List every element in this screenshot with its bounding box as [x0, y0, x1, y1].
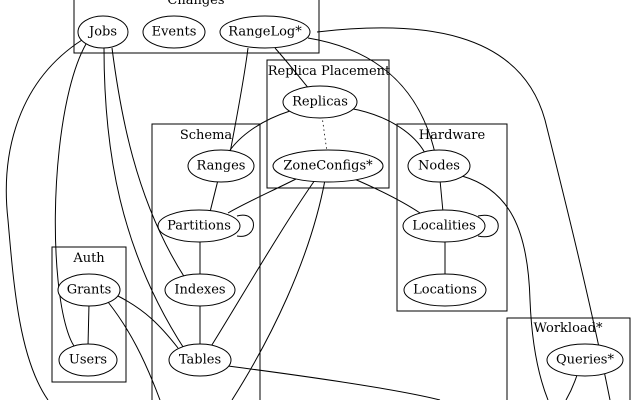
edge-zoneconfigs-down-exit	[231, 179, 326, 400]
node-label-replicas: Replicas	[292, 95, 348, 110]
node-nodes[interactable]: Nodes	[407, 149, 471, 183]
node-indexes[interactable]: Indexes	[164, 273, 236, 307]
cluster-label-schema: Schema	[180, 128, 233, 143]
node-label-jobs: Jobs	[87, 25, 117, 40]
node-queries[interactable]: Queries*	[546, 343, 624, 377]
edge-zoneconfigs-localities	[351, 177, 421, 214]
edge-queries-down	[565, 371, 579, 400]
cluster-hardware: Hardware	[396, 123, 508, 312]
node-zoneconfigs[interactable]: ZoneConfigs*	[272, 149, 384, 183]
node-label-rangelog: RangeLog*	[228, 25, 302, 40]
edge-replicas-nodes	[347, 107, 426, 154]
edge-nodes-queries	[461, 175, 549, 400]
edge-localities-self	[477, 214, 499, 238]
edge-grants-users	[87, 303, 90, 347]
edge-jobs-left-exit	[5, 39, 83, 400]
node-label-locations: Locations	[413, 283, 477, 298]
cluster-changes: Changes	[73, 0, 320, 54]
node-label-partitions: Partitions	[167, 219, 231, 234]
node-localities[interactable]: Localities	[402, 209, 486, 243]
cluster-label-changes: Changes	[167, 0, 224, 8]
cluster-label-hardware: Hardware	[419, 128, 486, 143]
edge-jobs-indexes	[111, 47, 186, 279]
cluster-label-replica-placement: Replica Placement	[268, 64, 391, 79]
node-label-zoneconfigs: ZoneConfigs*	[283, 159, 373, 174]
node-rangelog[interactable]: RangeLog*	[219, 15, 311, 49]
node-label-queries: Queries*	[556, 353, 614, 368]
edge-ranges-partitions	[209, 179, 219, 213]
node-jobs[interactable]: Jobs	[77, 15, 129, 49]
edge-tables-down-right	[227, 365, 441, 400]
node-label-ranges: Ranges	[197, 159, 246, 174]
cluster-label-auth: Auth	[72, 251, 105, 266]
node-label-localities: Localities	[412, 219, 476, 234]
edges	[5, 27, 611, 400]
node-tables[interactable]: Tables	[168, 343, 232, 377]
node-label-users: Users	[69, 353, 107, 368]
edge-grants-tables	[117, 295, 179, 349]
cluster-schema: Schema	[151, 123, 261, 400]
cluster-workload: Workload*	[506, 317, 631, 400]
node-label-tables: Tables	[179, 353, 221, 368]
edge-rangelog-nodes	[307, 37, 436, 154]
node-ranges[interactable]: Ranges	[187, 149, 255, 183]
edge-zoneconfigs-tables	[209, 179, 316, 349]
edge-jobs-tables	[103, 47, 186, 351]
edge-grants-down-exit	[107, 301, 161, 400]
node-grants[interactable]: Grants	[57, 273, 121, 307]
cluster-label-workload: Workload*	[534, 321, 603, 336]
node-label-nodes: Nodes	[418, 159, 460, 174]
edge-zoneconfigs-partitions	[227, 177, 299, 214]
edge-partitions-self	[236, 214, 254, 237]
edge-nodes-localities	[439, 179, 444, 213]
edge-rangelog-right-exit	[316, 27, 611, 400]
node-events[interactable]: Events	[142, 15, 206, 49]
node-replicas[interactable]: Replicas	[282, 85, 358, 119]
edge-jobs-users	[54, 43, 87, 351]
edge-replicas-ranges	[227, 110, 291, 154]
cluster-auth: Auth	[51, 246, 127, 383]
node-label-events: Events	[152, 25, 197, 40]
node-locations[interactable]: Locations	[403, 273, 487, 307]
edge-replicas-zoneconfigs	[321, 115, 328, 153]
node-users[interactable]: Users	[58, 343, 118, 377]
node-label-grants: Grants	[67, 283, 112, 298]
node-partitions[interactable]: Partitions	[157, 209, 241, 243]
edge-rangelog-ranges	[229, 47, 249, 154]
node-label-indexes: Indexes	[174, 283, 225, 298]
